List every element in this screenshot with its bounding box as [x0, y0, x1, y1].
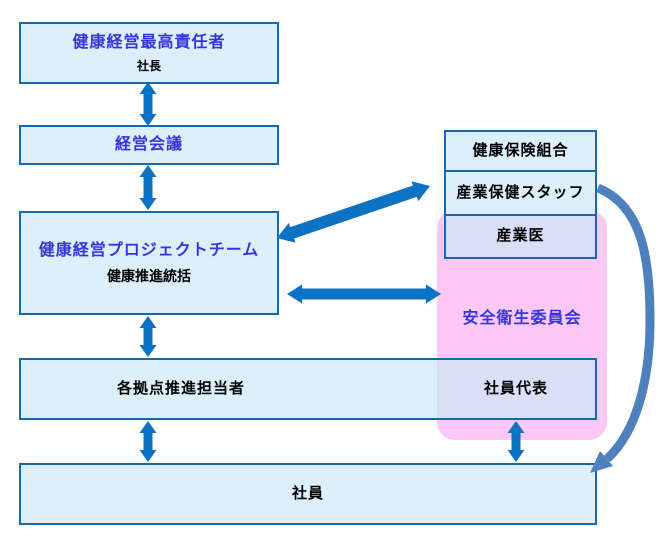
box-management-meeting: 経営会議 [19, 125, 279, 165]
safety-committee-title: 安全衛生委員会 [462, 310, 582, 327]
health-insurance-union-title: 健康保険組合 [472, 141, 569, 159]
double-arrow-sites-employees-icon [139, 421, 157, 462]
ceo-subtitle: 社長 [136, 58, 161, 73]
employee-rep-tint [437, 360, 595, 418]
employee-rep-title: 社員代表 [483, 379, 548, 397]
box-ceo: 健康経営最高責任者 社長 [19, 22, 279, 84]
project-team-subtitle: 健康推進統括 [107, 267, 191, 284]
double-arrow-ceo-meeting-icon [139, 82, 157, 126]
double-arrow-project-safety-icon [287, 284, 441, 304]
box-occupational-doctor: 産業医 [444, 214, 597, 259]
box-project-team: 健康経営プロジェクトチーム 健康推進統括 [19, 211, 279, 315]
box-site-promoters-row: 各拠点推進担当者 社員代表 [19, 358, 597, 420]
double-arrow-project-sites-icon [139, 316, 157, 357]
box-health-insurance-union: 健康保険組合 [444, 130, 597, 172]
occupational-doctor-title: 産業医 [496, 227, 545, 245]
double-arrow-meeting-project-icon [139, 165, 157, 210]
box-employees: 社員 [19, 463, 597, 525]
occupational-health-staff-title: 産業保健スタッフ [456, 183, 585, 201]
site-promoters-title: 各拠点推進担当者 [116, 379, 245, 397]
ceo-title: 健康経営最高責任者 [72, 33, 226, 51]
management-meeting-title: 経営会議 [114, 136, 183, 153]
box-occupational-health-staff: 産業保健スタッフ [444, 170, 597, 216]
project-team-title: 健康経営プロジェクトチーム [38, 241, 260, 259]
employees-title: 社員 [291, 484, 324, 502]
double-arrow-project-staff-icon [277, 181, 431, 243]
